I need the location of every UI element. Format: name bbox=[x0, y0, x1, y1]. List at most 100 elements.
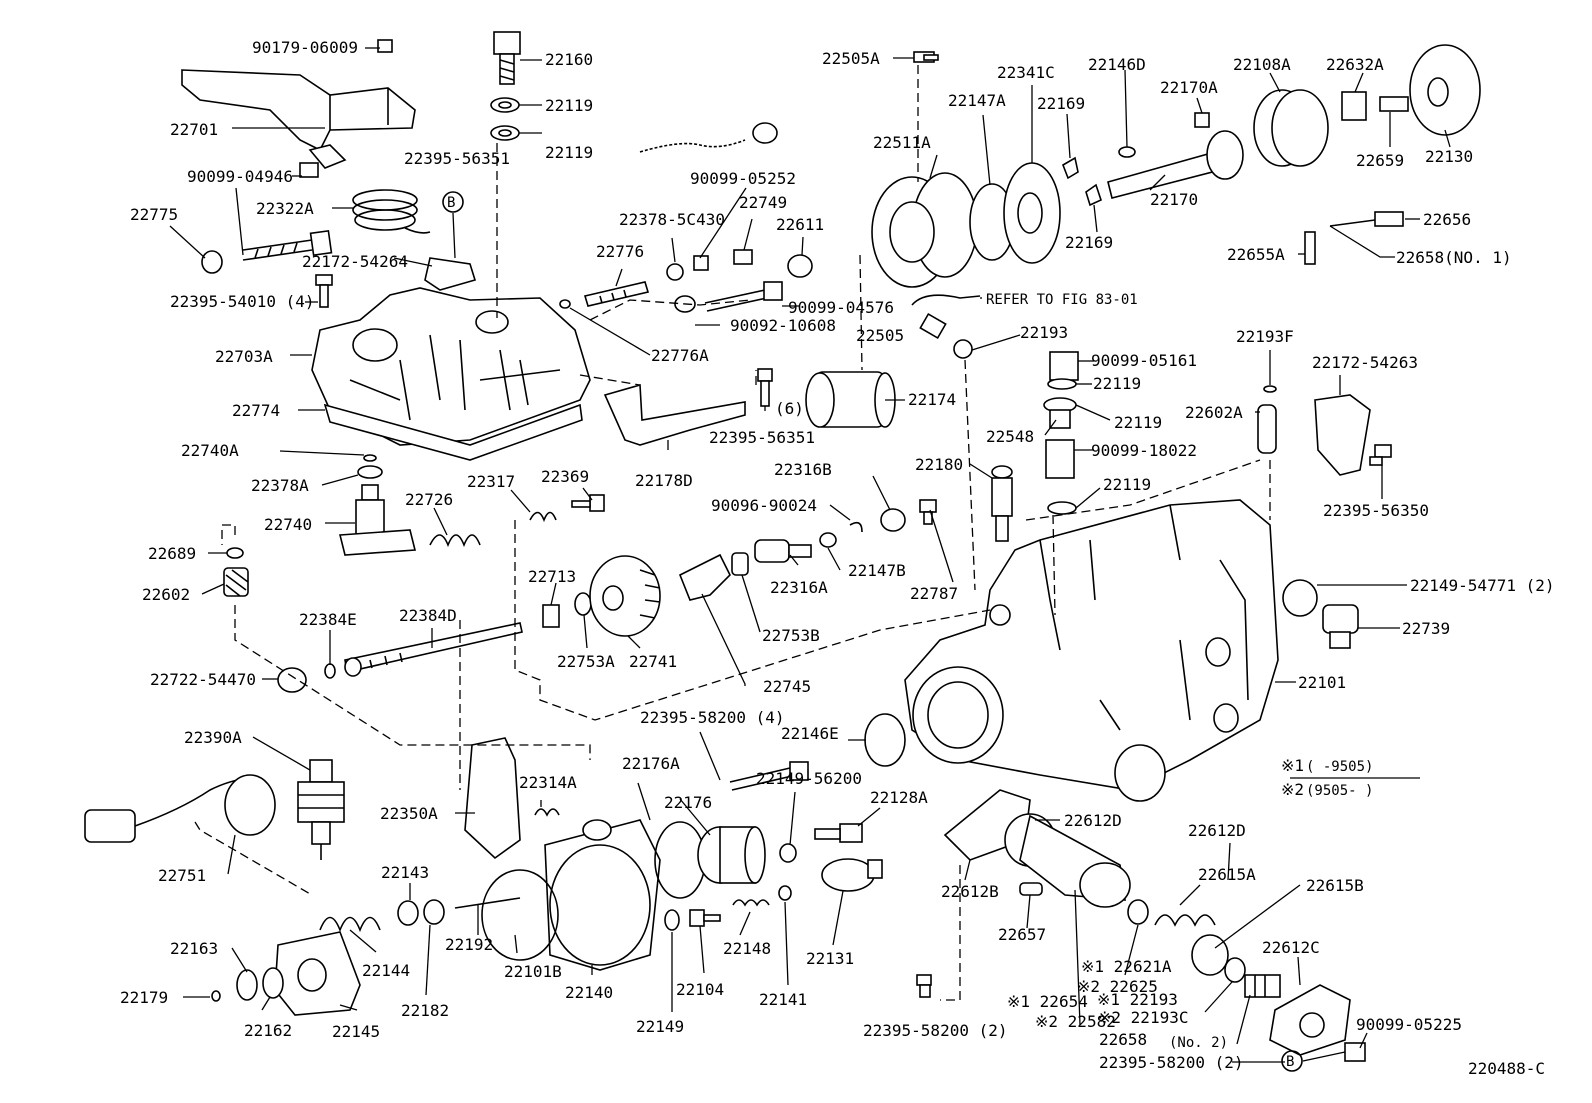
part-number-label: ※1 22193 bbox=[1097, 990, 1178, 1009]
part-number-label: 22119 bbox=[545, 143, 593, 162]
solenoid-22390a-drawing bbox=[297, 759, 345, 860]
spring-22314a-drawing bbox=[534, 808, 560, 817]
banjo-bolt-22160-drawing bbox=[490, 31, 521, 141]
part-number-label: 22350A bbox=[380, 804, 438, 823]
spring-22148-drawing bbox=[732, 899, 770, 907]
spring-22144-drawing bbox=[319, 916, 381, 933]
nut-90099-05225-drawing bbox=[1344, 1042, 1366, 1062]
part-number-label: 22775 bbox=[130, 205, 178, 224]
part-number-label: 22658(NO. 1) bbox=[1396, 248, 1512, 267]
part-number-label: 22147B bbox=[848, 561, 906, 580]
part-number-label: 22722-54470 bbox=[150, 670, 256, 689]
part-number-label: 22745 bbox=[763, 677, 811, 696]
bracket-22172-54264-drawing bbox=[424, 257, 477, 291]
part-number-label: 22172-54264 bbox=[302, 252, 408, 271]
cap-22749-drawing bbox=[733, 249, 753, 265]
lever-22612c-drawing bbox=[1269, 984, 1351, 1056]
pin-22192-drawing bbox=[454, 897, 521, 909]
part-number-label: 22119 bbox=[1114, 413, 1162, 432]
circle-marker-b-upper: B bbox=[442, 191, 464, 213]
part-number-label: ※2 22625 bbox=[1077, 977, 1158, 996]
part-number-label: 22160 bbox=[545, 50, 593, 69]
nut-90099-05161-drawing bbox=[1049, 351, 1079, 381]
nut-90099-05252-drawing bbox=[693, 255, 709, 271]
part-number-label: 22146E bbox=[781, 724, 839, 743]
part-number-label: 22632A bbox=[1326, 55, 1384, 74]
valve-22658-no2-drawing bbox=[1244, 974, 1281, 998]
part-number-label: 22612D bbox=[1064, 811, 1122, 830]
gasket-22149-54771-drawing bbox=[1282, 579, 1318, 617]
clip-22147b-drawing bbox=[819, 532, 837, 548]
part-number-label: 22193F bbox=[1236, 327, 1294, 346]
spring-22615b-drawing bbox=[1191, 934, 1229, 976]
bolt-22395-54010-drawing bbox=[315, 274, 333, 308]
cushion-22632a-drawing bbox=[1341, 91, 1367, 121]
shaft-22384d-drawing bbox=[324, 622, 523, 679]
part-number-label: 90099-05225 bbox=[1356, 1015, 1462, 1034]
legend: ※1 ( -9505) ※2 (9505- ) bbox=[1281, 756, 1373, 799]
washer-22163-drawing bbox=[236, 969, 258, 1001]
part-number-label: 22179 bbox=[120, 988, 168, 1007]
part-number-label: 22176A bbox=[622, 754, 680, 773]
part-number-label: 22505 bbox=[856, 326, 904, 345]
part-number-label: 22713 bbox=[528, 567, 576, 586]
piston-22176-drawing bbox=[697, 826, 766, 884]
part-number-label: 22384E bbox=[299, 610, 357, 629]
spacer-22548-drawing bbox=[1049, 409, 1071, 429]
bushing-22316b-drawing bbox=[880, 508, 906, 532]
part-number-label: 22776 bbox=[596, 242, 644, 261]
part-number-label: 22176 bbox=[664, 793, 712, 812]
bolt-22395-58200-2-lower-drawing bbox=[916, 974, 932, 998]
washer-22193c-drawing bbox=[1224, 957, 1246, 983]
part-number-label: 22395-56351 bbox=[404, 149, 510, 168]
bolt-22656-drawing bbox=[1329, 211, 1404, 227]
bolt-22395-56351-lower-drawing bbox=[757, 368, 773, 407]
bolt-22369-drawing bbox=[571, 494, 605, 512]
washer-22119-c-drawing bbox=[1047, 501, 1077, 515]
part-number-label: 22314A bbox=[519, 773, 577, 792]
part-number-label: 22612B bbox=[941, 882, 999, 901]
legend-row2-range: (9505- ) bbox=[1306, 783, 1373, 799]
cover-22145-drawing bbox=[274, 931, 361, 1016]
ring-22179-drawing bbox=[211, 990, 221, 1002]
shim-22753b-drawing bbox=[731, 552, 749, 576]
seal-22776a-drawing bbox=[559, 299, 571, 309]
washer-22149-56200-drawing bbox=[779, 843, 797, 863]
part-number-label: 22378A bbox=[251, 476, 309, 495]
ring-22689-drawing bbox=[226, 547, 244, 559]
legend-row1-range: ( -9505) bbox=[1306, 759, 1373, 775]
part-number-label: 22505A bbox=[822, 49, 880, 68]
washer-22119-a-drawing bbox=[1047, 378, 1077, 390]
flyweight-holder-22741-drawing bbox=[589, 555, 661, 637]
part-number-label: 22749 bbox=[739, 193, 787, 212]
bearing-22146e-drawing bbox=[864, 713, 906, 767]
union-22128a-drawing bbox=[814, 823, 863, 843]
part-number-label: 22170 bbox=[1150, 190, 1198, 209]
part-number-label: 22119 bbox=[545, 96, 593, 115]
timer-housing-22140-drawing bbox=[544, 819, 661, 971]
part-number-label: 22322A bbox=[256, 199, 314, 218]
part-number-label: 22655A bbox=[1227, 245, 1285, 264]
callout-labels: 90179-060092216022119221192270122395-563… bbox=[120, 38, 1555, 1072]
part-number-label: 22146D bbox=[1088, 55, 1146, 74]
key-22146d-drawing bbox=[1118, 146, 1136, 158]
part-number-label: 22180 bbox=[915, 455, 963, 474]
plunger-22740-drawing bbox=[338, 454, 417, 556]
pump-housing-22101-drawing bbox=[904, 499, 1279, 802]
part-number-label: 90099-04946 bbox=[187, 167, 293, 186]
part-number-label: 22395-58200 (2) bbox=[1099, 1053, 1244, 1072]
fitting-22505-drawing bbox=[911, 294, 981, 340]
part-number-label: 22149-54771 (2) bbox=[1410, 576, 1555, 595]
o-ring-22176a-drawing bbox=[654, 821, 706, 899]
bolt-22395-58200-4-drawing bbox=[729, 761, 809, 791]
bracket-22178d-drawing bbox=[603, 383, 746, 446]
part-number-label: 22395-58200 (2) bbox=[863, 1021, 1008, 1040]
washer-22149-drawing bbox=[664, 909, 680, 931]
washer-22753a-drawing bbox=[574, 592, 592, 616]
part-number-label: 22141 bbox=[759, 990, 807, 1009]
feed-pump-cover-22511a-drawing bbox=[871, 172, 978, 288]
part-number-label: 22701 bbox=[170, 120, 218, 139]
washer-22141-drawing bbox=[778, 885, 792, 901]
part-number-label: 22659 bbox=[1356, 151, 1404, 170]
part-number-label: 22162 bbox=[244, 1021, 292, 1040]
